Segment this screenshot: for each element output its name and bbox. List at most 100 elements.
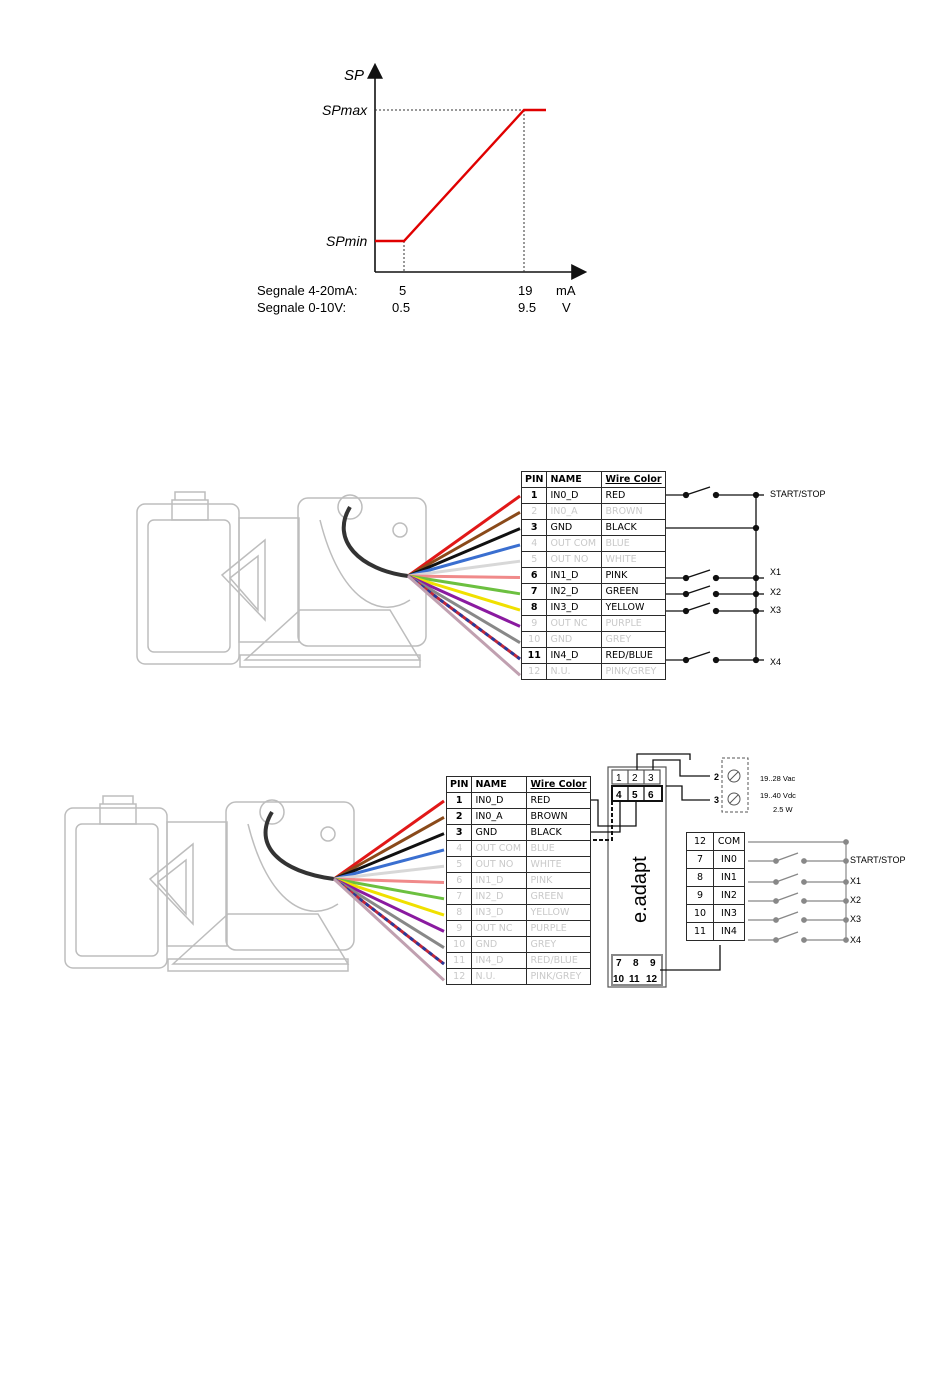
cell-name: IN1_D	[471, 872, 528, 889]
setpoint-chart: SP SPmax SPmin Segnale 4-20mA: 5 19 mA S…	[257, 62, 588, 315]
cell-name: IN0_A	[546, 503, 603, 520]
cell-pin: 1	[520, 487, 548, 504]
cell-pin: 4	[445, 840, 473, 857]
cell-pin: 9	[445, 920, 473, 937]
cell-color: GREEN	[526, 888, 591, 905]
wire-3	[333, 832, 445, 881]
y-axis-label: SP	[344, 67, 364, 84]
wire-1	[333, 799, 445, 881]
cell-color: BLACK	[526, 824, 591, 841]
d1-x4-label: X4	[770, 657, 781, 667]
cell-name: OUT COM	[471, 840, 528, 857]
svg-text:11: 11	[629, 974, 640, 985]
cell-color: RED	[601, 487, 666, 504]
cell-name: N.U.	[471, 968, 528, 985]
switch-part	[775, 911, 799, 921]
switch-part	[801, 917, 807, 923]
cell-name: OUT COM	[546, 535, 603, 552]
d1-start-stop-label: START/STOP	[770, 489, 826, 499]
wire-11	[333, 877, 445, 966]
switch-part	[685, 651, 711, 661]
cell-color: PURPLE	[601, 615, 666, 632]
cell-pin: 8	[520, 599, 548, 616]
signal1-label: Segnale 4-20mA:	[257, 283, 357, 298]
switch-part	[843, 917, 849, 923]
svg-text:5: 5	[632, 790, 638, 801]
svg-text:X3: X3	[850, 914, 861, 924]
cell-pin: 7	[445, 888, 473, 905]
cell-name: IN0_D	[546, 487, 603, 504]
switch-part	[843, 898, 849, 904]
module-name: e.adapt	[629, 856, 651, 923]
wire-9	[333, 877, 445, 933]
switch-part	[801, 879, 807, 885]
cell-name: IN0_A	[471, 808, 528, 825]
cell-color: BROWN	[526, 808, 591, 825]
cell-pin: 12	[445, 968, 473, 985]
d1-x2-label: X2	[770, 587, 781, 597]
switch-part	[775, 852, 799, 862]
cell-color: YELLOW	[601, 599, 666, 616]
svg-text:X4: X4	[850, 935, 861, 945]
cell-name: IN4_D	[546, 647, 603, 664]
signal1-v1: 5	[399, 283, 406, 298]
cell-pin: 6	[520, 567, 548, 584]
cell-name: GND	[546, 519, 603, 536]
cell-pin: 5	[445, 856, 473, 873]
cell-color: BLUE	[526, 840, 591, 857]
switch-bank-2	[748, 839, 849, 943]
power-watt: 2.5 W	[773, 805, 794, 814]
wire-fan-2	[332, 799, 446, 982]
cell-name: OUT NO	[546, 551, 603, 568]
cell-name: OUT NO	[471, 856, 528, 873]
switch-part	[775, 873, 799, 883]
switch-part	[752, 590, 760, 598]
switch-part	[682, 574, 690, 582]
switch-part	[773, 917, 779, 923]
cell-pin: 11	[520, 647, 548, 664]
input-pin: 12	[686, 832, 714, 851]
cell-name: IN0_D	[471, 792, 528, 809]
cell-pin: 10	[520, 631, 548, 648]
svg-text:3: 3	[714, 795, 719, 805]
cell-color: RED/BLUE	[526, 952, 591, 969]
switch-part	[685, 585, 711, 595]
wire-6	[333, 877, 445, 884]
switch-part	[682, 656, 690, 664]
svg-text:8: 8	[633, 958, 639, 969]
switch-part	[773, 879, 779, 885]
cell-pin: 3	[445, 824, 473, 841]
svg-text:START/STOP: START/STOP	[850, 855, 906, 865]
power-terminal	[721, 757, 749, 813]
switch-part	[843, 858, 849, 864]
cell-name: IN4_D	[471, 952, 528, 969]
cell-color: PINK/GREY	[601, 663, 666, 680]
switch-part	[712, 607, 720, 615]
switch-part	[685, 602, 711, 612]
cable-2	[263, 810, 335, 881]
switch-part	[682, 607, 690, 615]
svg-text:3: 3	[648, 773, 654, 784]
svg-text:7: 7	[616, 958, 622, 969]
cell-color: GREEN	[601, 583, 666, 600]
cell-name: OUT NC	[546, 615, 603, 632]
cell-color: BLUE	[601, 535, 666, 552]
wire-1	[407, 494, 521, 578]
input-name: IN1	[713, 868, 745, 887]
wire-7	[333, 877, 445, 901]
switch-part	[682, 590, 690, 598]
